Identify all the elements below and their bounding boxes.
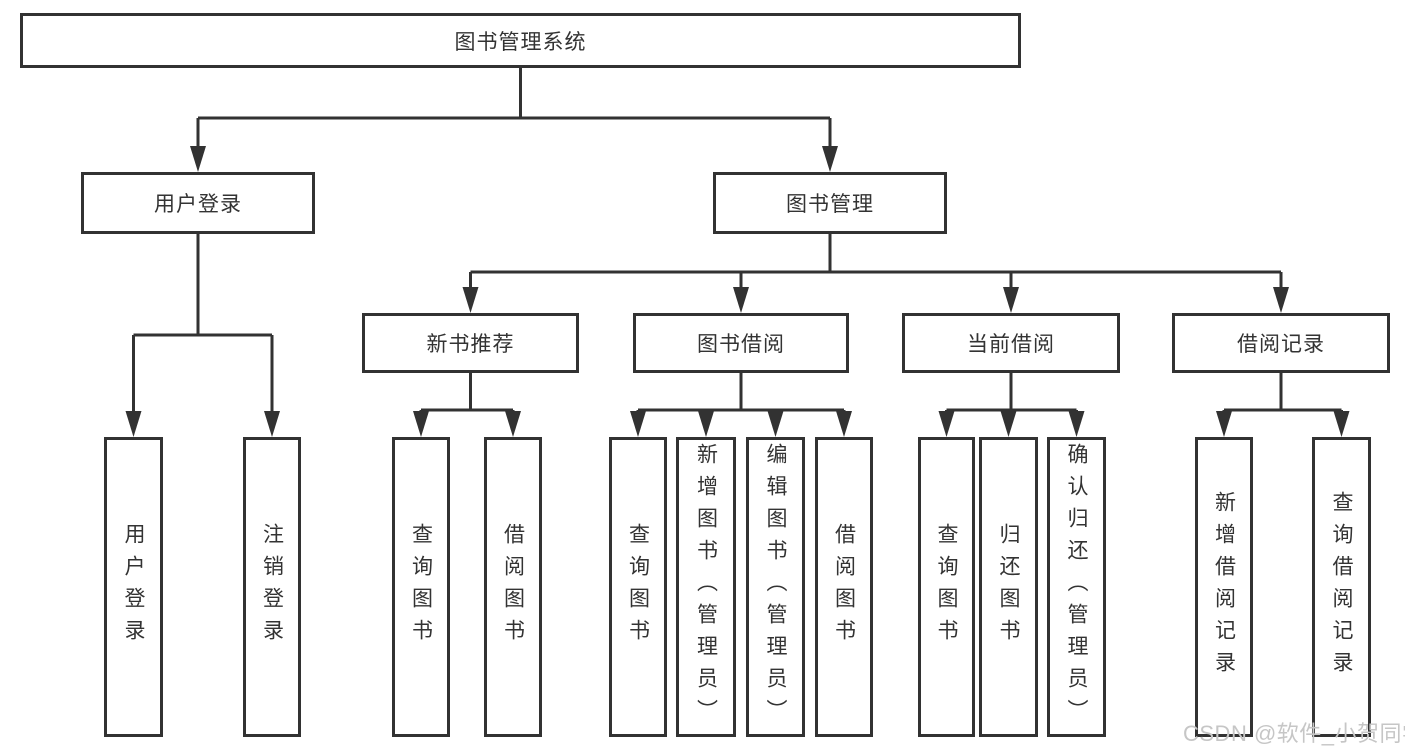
arrowheads xyxy=(125,146,1350,437)
leaf-query-books-1-label: 查询图书 xyxy=(409,523,433,651)
node-new-book-recommend-label: 新书推荐 xyxy=(426,333,515,356)
leaf-logout-label: 注销登录 xyxy=(260,523,284,651)
node-user-login-label: 用户登录 xyxy=(154,193,242,216)
node-book-borrow: 图书借阅 xyxy=(633,313,849,373)
node-borrow-records: 借阅记录 xyxy=(1172,313,1390,373)
leaf-borrow-books-1-label: 借阅图书 xyxy=(501,523,525,651)
node-new-book-recommend: 新书推荐 xyxy=(362,313,579,373)
leaf-query-borrow-record-label: 查询借阅记录 xyxy=(1330,491,1353,683)
leaf-query-books-1: 查询图书 xyxy=(392,437,450,737)
leaf-logout: 注销登录 xyxy=(243,437,301,737)
leaf-confirm-return-admin-label: 确认归还（管理员） xyxy=(1065,443,1088,731)
leaf-add-books-admin: 新增图书（管理员） xyxy=(676,437,736,737)
leaf-add-books-admin-label: 新增图书（管理员） xyxy=(694,443,718,731)
leaf-query-books-2: 查询图书 xyxy=(609,437,667,737)
leaf-query-books-3: 查询图书 xyxy=(918,437,975,737)
leaf-return-books-label: 归还图书 xyxy=(997,523,1020,651)
leaf-add-borrow-record: 新增借阅记录 xyxy=(1195,437,1253,737)
leaf-user-login-label: 用户登录 xyxy=(122,523,145,651)
leaf-add-borrow-record-label: 新增借阅记录 xyxy=(1212,491,1236,683)
leaf-user-login: 用户登录 xyxy=(104,437,163,737)
node-book-management-label: 图书管理 xyxy=(786,193,874,216)
node-borrow-records-label: 借阅记录 xyxy=(1237,333,1325,356)
node-book-management: 图书管理 xyxy=(713,172,947,234)
node-current-borrow: 当前借阅 xyxy=(902,313,1120,373)
leaf-query-books-2-label: 查询图书 xyxy=(626,523,650,651)
leaf-query-borrow-record: 查询借阅记录 xyxy=(1312,437,1371,737)
leaf-query-books-3-label: 查询图书 xyxy=(935,523,958,651)
leaf-return-books: 归还图书 xyxy=(979,437,1038,737)
leaf-borrow-books-2-label: 借阅图书 xyxy=(832,523,856,651)
node-root: 图书管理系统 xyxy=(20,13,1021,68)
leaf-borrow-books-2: 借阅图书 xyxy=(815,437,873,737)
leaf-edit-books-admin: 编辑图书（管理员） xyxy=(746,437,805,737)
node-current-borrow-label: 当前借阅 xyxy=(967,333,1055,356)
node-book-borrow-label: 图书借阅 xyxy=(697,333,785,356)
leaf-borrow-books-1: 借阅图书 xyxy=(484,437,542,737)
csdn-watermark: CSDN @软件_小贺同学 xyxy=(1183,721,1405,746)
node-user-login: 用户登录 xyxy=(81,172,315,234)
node-root-label: 图书管理系统 xyxy=(454,30,587,54)
leaf-edit-books-admin-label: 编辑图书（管理员） xyxy=(764,443,787,731)
leaf-confirm-return-admin: 确认归还（管理员） xyxy=(1047,437,1106,737)
